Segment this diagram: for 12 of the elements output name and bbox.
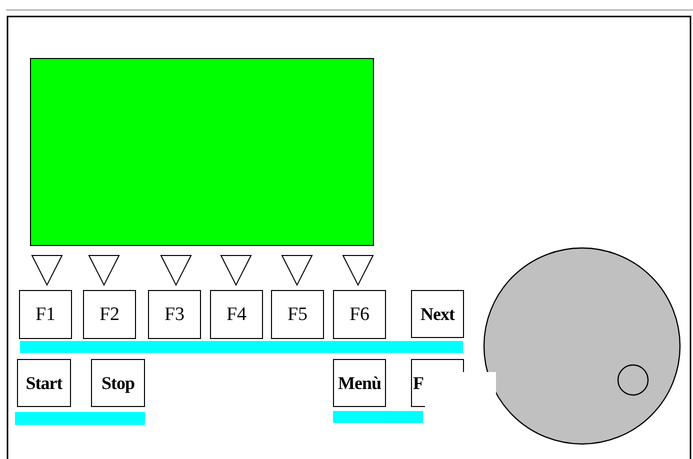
key-button: F4 xyxy=(210,290,263,339)
key-button: F xyxy=(411,359,425,407)
key-button: Stop xyxy=(91,359,145,407)
key-button: F1 xyxy=(19,290,72,339)
key-button: Start xyxy=(17,359,71,407)
key-button: F2 xyxy=(83,290,136,339)
key-button: F6 xyxy=(333,290,386,339)
key-button: Menù xyxy=(333,359,386,407)
display-screen xyxy=(30,58,374,246)
key-button: Next xyxy=(411,290,464,338)
key-button: F3 xyxy=(148,290,201,339)
key-button: F5 xyxy=(271,290,324,339)
